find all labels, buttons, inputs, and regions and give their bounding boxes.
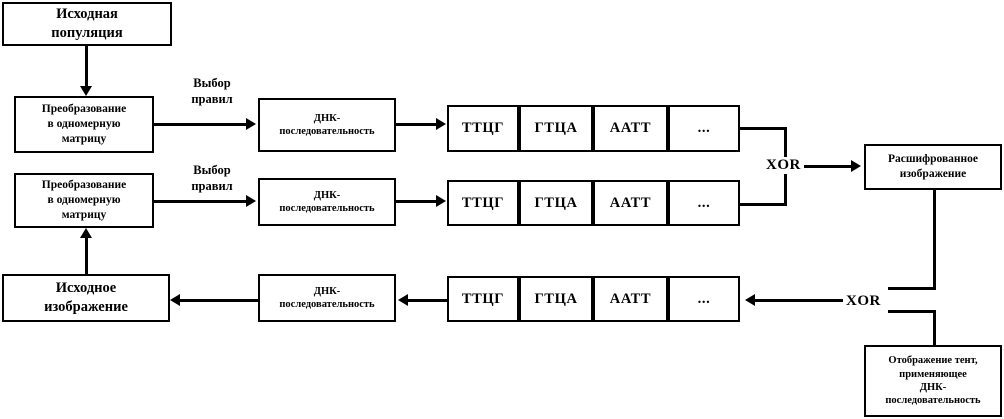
edge-dna-to-codons-top-arrow bbox=[436, 118, 446, 130]
node-dna-sequence-middle: ДНК-последовательность bbox=[258, 178, 396, 226]
edge-dna-to-codons-top-line bbox=[396, 123, 436, 126]
codon-cell: ТТЦГ bbox=[447, 105, 519, 152]
codon-cell: ГТЦА bbox=[519, 276, 593, 322]
codon-cell: ТТЦГ bbox=[447, 180, 519, 226]
codon-cell: ТТЦГ bbox=[447, 276, 519, 322]
operator-xor-top: XOR bbox=[763, 157, 804, 174]
edge-transform-to-dna-middle-line bbox=[154, 200, 246, 203]
edge-xor-to-decrypted-arrow bbox=[851, 160, 861, 172]
edge-transform-to-dna-middle-arrow bbox=[246, 195, 256, 207]
edge-source-image-to-transform-arrow bbox=[80, 228, 92, 238]
edge-codons-top-to-xor-line bbox=[740, 127, 787, 130]
edge-codons-middle-to-xor-line bbox=[740, 203, 787, 206]
edge-dna-to-codons-middle-line bbox=[396, 200, 436, 203]
operator-xor-bottom: XOR bbox=[843, 293, 884, 310]
xor-bracket-lower-vline bbox=[784, 165, 787, 206]
edge-codons-to-dna-bottom-line bbox=[408, 299, 447, 302]
edge-codons-to-dna-bottom-arrow bbox=[398, 294, 408, 306]
node-dna-sequence-bottom: ДНК-последовательность bbox=[258, 274, 396, 322]
edge-population-to-transform-line bbox=[85, 46, 88, 88]
edge-decrypted-to-xor-vline bbox=[933, 190, 936, 290]
edge-transform-to-dna-top-line bbox=[154, 123, 246, 126]
edge-display-to-xor-vline bbox=[933, 310, 936, 345]
edge-xor-to-codons-bottom-arrow bbox=[745, 294, 755, 306]
codon-cell: ... bbox=[668, 276, 740, 322]
edge-dna-to-source-image-line bbox=[180, 299, 258, 302]
edge-dna-to-codons-middle-arrow bbox=[436, 195, 446, 207]
edge-transform-to-dna-top-arrow bbox=[246, 118, 256, 130]
edge-xor-to-decrypted-line bbox=[801, 165, 851, 168]
edge-dna-to-source-image-arrow bbox=[170, 294, 180, 306]
codon-cell: ААТТ bbox=[593, 180, 668, 226]
codon-cell: ... bbox=[668, 105, 740, 152]
edge-xor-to-codons-bottom-line bbox=[755, 299, 843, 302]
xor-bottom-bracket-lower-hline bbox=[888, 310, 936, 313]
codon-cell: ААТТ bbox=[593, 276, 668, 322]
edge-population-to-transform-arrow bbox=[80, 86, 92, 96]
codon-cell: ... bbox=[668, 180, 740, 226]
node-dna-sequence-top: ДНК-последовательность bbox=[258, 98, 396, 152]
codon-cell: ААТТ bbox=[593, 105, 668, 152]
edge-source-image-to-transform-line bbox=[85, 238, 88, 274]
xor-bottom-bracket-upper-hline bbox=[888, 287, 936, 290]
codon-cell: ГТЦА bbox=[519, 180, 593, 226]
xor-bracket-upper-vline bbox=[784, 127, 787, 169]
codon-cell: ГТЦА bbox=[519, 105, 593, 152]
